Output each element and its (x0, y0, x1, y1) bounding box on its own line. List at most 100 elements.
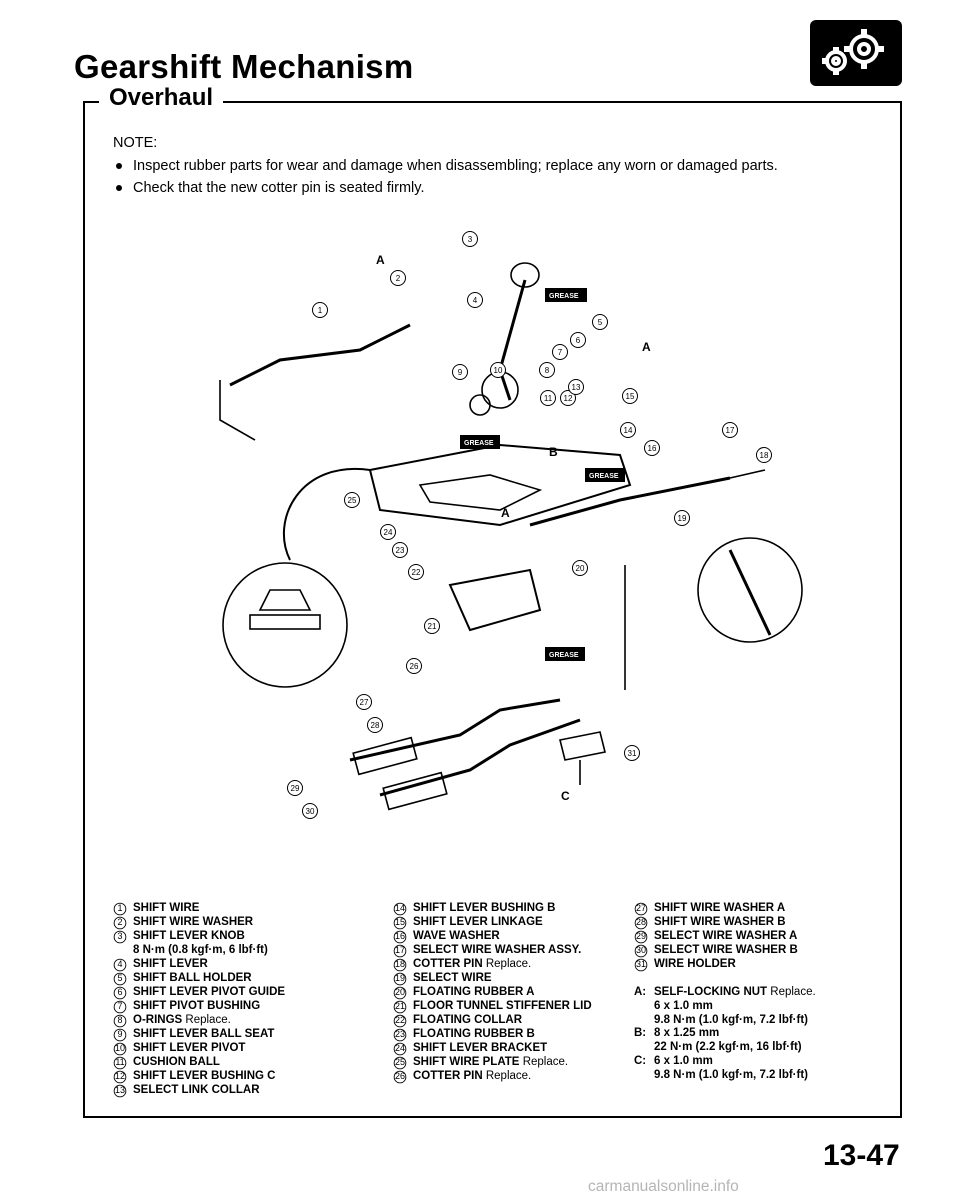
section-title: Overhaul (99, 84, 224, 112)
svg-text:18: 18 (760, 451, 769, 460)
svg-text:4: 4 (473, 296, 478, 305)
fastener-letter: A (376, 253, 385, 267)
svg-text:29: 29 (291, 784, 300, 793)
grease-label: GREASE (549, 293, 579, 300)
svg-text:7: 7 (558, 348, 563, 357)
svg-text:21: 21 (428, 622, 437, 631)
svg-text:5: 5 (598, 318, 603, 327)
svg-text:10: 10 (494, 366, 503, 375)
callout-21: 21 (424, 618, 440, 634)
fastener-letter: A (501, 506, 510, 520)
svg-text:19: 19 (678, 514, 687, 523)
svg-text:3: 3 (468, 235, 473, 244)
legend-key-row: B:8 x 1.25 mm (634, 1027, 720, 1040)
callout-30: 30 (302, 803, 318, 819)
legend-spacer (634, 972, 816, 986)
callout-14: 14 (620, 422, 636, 438)
svg-text:11: 11 (544, 394, 553, 403)
callout-31: 31 (624, 745, 640, 761)
svg-text:17: 17 (726, 426, 735, 435)
grease-label: GREASE (464, 440, 494, 447)
watermark: carmanualsonline.info (588, 1178, 739, 1195)
svg-text:16: 16 (648, 444, 657, 453)
svg-text:1: 1 (318, 306, 323, 315)
fastener-letter: A (642, 340, 651, 354)
svg-text:13: 13 (572, 383, 581, 392)
svg-text:26: 26 (410, 662, 419, 671)
legend-row-torque: 8 N·m (0.8 kgf·m, 6 lbf·ft) (133, 944, 268, 956)
callout-3: 3 (462, 231, 478, 247)
callout-15: 15 (622, 388, 638, 404)
content-frame (83, 101, 902, 1118)
note-item: Check that the new cotter pin is seated … (113, 179, 778, 198)
svg-text:25: 25 (348, 496, 357, 505)
legend-key-spec: 9.8 N·m (1.0 kgf·m, 7.2 lbf·ft) (654, 1068, 808, 1081)
callout-26: 26 (406, 658, 422, 674)
callout-24: 24 (380, 524, 396, 540)
callout-13: 13 (568, 379, 584, 395)
callout-22: 22 (408, 564, 424, 580)
svg-text:15: 15 (626, 392, 635, 401)
note-item: Inspect rubber parts for wear and damage… (113, 157, 778, 176)
callout-1: 1 (312, 302, 328, 318)
svg-text:31: 31 (628, 749, 637, 758)
callout-28: 28 (367, 717, 383, 733)
svg-text:12: 12 (564, 394, 573, 403)
svg-text:22: 22 (412, 568, 421, 577)
callout-19: 19 (674, 510, 690, 526)
callout-17: 17 (722, 422, 738, 438)
callout-11: 11 (540, 390, 556, 406)
svg-text:9: 9 (458, 368, 463, 377)
callout-23: 23 (392, 542, 408, 558)
svg-text:30: 30 (306, 807, 315, 816)
transmission-gear-icon (810, 20, 902, 86)
callout-18: 18 (756, 447, 772, 463)
svg-text:27: 27 (360, 698, 369, 707)
callout-8: 8 (539, 362, 555, 378)
svg-text:8: 8 (545, 366, 550, 375)
callout-29: 29 (287, 780, 303, 796)
callout-6: 6 (570, 332, 586, 348)
svg-text:24: 24 (384, 528, 393, 537)
legend-key-row: A:SELF-LOCKING NUT Replace. (634, 986, 816, 998)
callout-20: 20 (572, 560, 588, 576)
fastener-letter: B (549, 445, 558, 459)
callout-4: 4 (467, 292, 483, 308)
legend-key-spec: 6 x 1.0 mm (654, 999, 713, 1012)
callout-2: 2 (390, 270, 406, 286)
callout-25: 25 (344, 492, 360, 508)
callout-12: 12 (560, 390, 576, 406)
legend-key-spec: 22 N·m (2.2 kgf·m, 16 lbf·ft) (654, 1041, 802, 1054)
callout-5: 5 (592, 314, 608, 330)
callout-7: 7 (552, 344, 568, 360)
grease-label: GREASE (589, 473, 619, 480)
